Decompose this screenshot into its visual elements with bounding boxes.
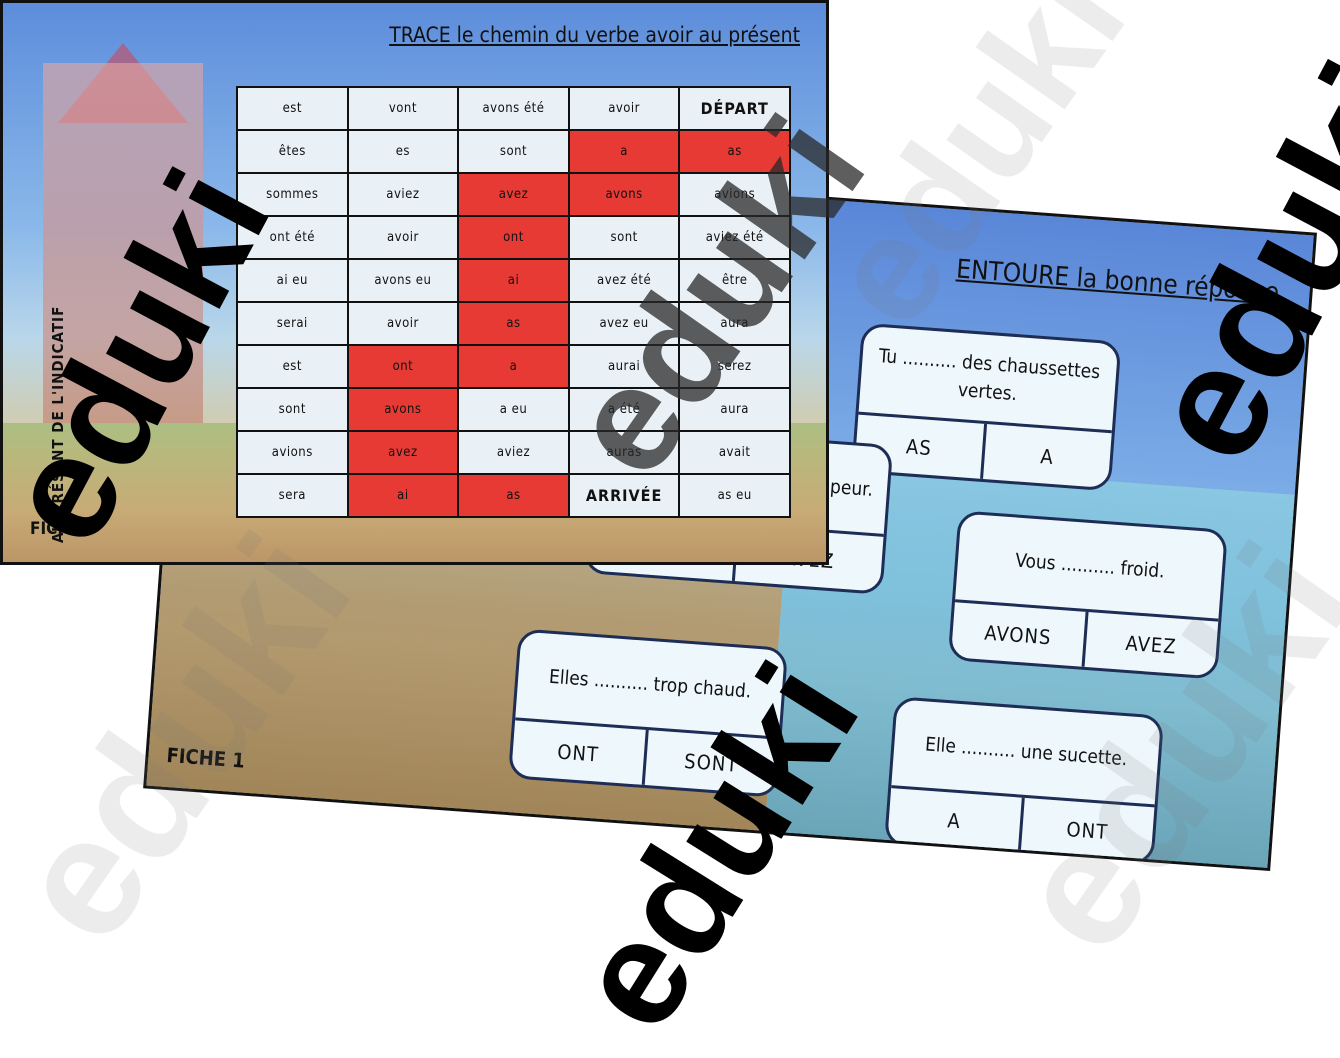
grid-cell[interactable]: avons eu — [348, 260, 458, 301]
grid-cell[interactable]: a eu — [459, 389, 568, 430]
grid-cell[interactable]: avez été — [569, 260, 679, 301]
fiche5-label: FICHE 5 — [30, 519, 97, 539]
grid-cell[interactable]: est — [238, 346, 347, 387]
grid-cell[interactable]: être — [680, 260, 789, 301]
grid-cell[interactable]: êtes — [238, 131, 347, 172]
grid-cell[interactable]: avions — [238, 432, 347, 473]
grid-cell[interactable]: DÉPART — [680, 88, 789, 129]
grid-cell[interactable]: avons — [569, 174, 679, 215]
grid-cell[interactable]: sont — [569, 217, 679, 258]
grid-cell[interactable]: as — [459, 303, 568, 344]
grid-cell[interactable]: sommes — [238, 174, 347, 215]
grid-cell[interactable]: avez — [348, 432, 458, 473]
grid-cell[interactable]: sont — [238, 389, 347, 430]
answer-option[interactable]: A — [979, 424, 1112, 489]
grid-cell[interactable]: ARRIVÉE — [569, 475, 679, 516]
grid-cell[interactable]: sont — [459, 131, 568, 172]
grid-cell[interactable]: ai eu — [238, 260, 347, 301]
grid-cell[interactable]: sera — [238, 475, 347, 516]
grid-cell[interactable]: aviez — [459, 432, 568, 473]
grid-cell[interactable]: avions — [680, 174, 789, 215]
grid-cell[interactable]: avoir — [348, 217, 458, 258]
grid-cell[interactable]: serai — [238, 303, 347, 344]
grid-cell[interactable]: serez — [680, 346, 789, 387]
grid-cell[interactable]: a — [569, 131, 679, 172]
grid-cell[interactable]: avoir — [569, 88, 679, 129]
grid-cell[interactable]: avait — [680, 432, 789, 473]
grid-cell[interactable]: es — [348, 131, 458, 172]
grid-cell[interactable]: aviez — [348, 174, 458, 215]
grid-cell[interactable]: avons été — [459, 88, 568, 129]
grid-cell[interactable]: a — [459, 346, 568, 387]
answer-option[interactable]: ONT — [556, 739, 600, 767]
grid-cell[interactable]: ont — [348, 346, 458, 387]
worksheet-fiche-5: AU PRÉSENT DE L'INDICATIF TRACE le chemi… — [0, 0, 829, 565]
grid-cell[interactable]: a été — [569, 389, 679, 430]
grid-cell[interactable]: avez — [459, 174, 568, 215]
grid-cell[interactable]: auras — [569, 432, 679, 473]
grid-cell[interactable]: est — [238, 88, 347, 129]
grid-cell[interactable]: as — [459, 475, 568, 516]
grid-cell[interactable]: ont été — [238, 217, 347, 258]
fiche5-title: TRACE le chemin du verbe avoir au présen… — [389, 23, 800, 47]
grid-cell[interactable]: as — [680, 131, 789, 172]
grid-cell[interactable]: aura — [680, 389, 789, 430]
grid-cell[interactable]: avoir — [348, 303, 458, 344]
grid-cell[interactable]: avons — [348, 389, 458, 430]
grid-cell[interactable]: ont — [459, 217, 568, 258]
grid-cell[interactable]: avez eu — [569, 303, 679, 344]
grid-cell[interactable]: ai — [459, 260, 568, 301]
grid-cell[interactable]: aura — [680, 303, 789, 344]
answer-option[interactable]: AVONS — [983, 620, 1053, 649]
grid-cell[interactable]: aviez été — [680, 217, 789, 258]
grid-cell[interactable]: as eu — [680, 475, 789, 516]
grid-cell[interactable]: ai — [348, 475, 458, 516]
castle-tower — [43, 63, 203, 423]
grid-cell[interactable]: aurai — [569, 346, 679, 387]
grid-cell[interactable]: vont — [348, 88, 458, 129]
